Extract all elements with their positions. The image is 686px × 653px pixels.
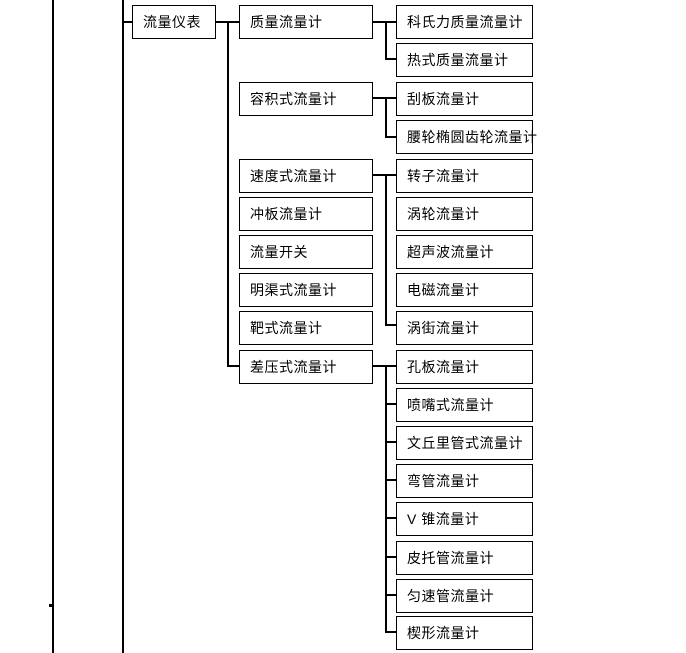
- node-impact-plate-flowmeter[interactable]: 冲板流量计: [239, 197, 373, 231]
- node-oval-gear-flowmeter[interactable]: 腰轮椭圆齿轮流量计: [396, 120, 537, 154]
- connector-groupA-child-2: [385, 58, 398, 60]
- connector-root-inlet: [122, 21, 134, 23]
- connector-groupD-spine: [385, 365, 387, 633]
- connector-groupC-spine: [385, 174, 387, 326]
- connector-trunk-branch-1: [227, 21, 241, 23]
- node-electromagnetic-flowmeter[interactable]: 电磁流量计: [396, 273, 533, 307]
- connector-groupA-stem: [373, 21, 387, 23]
- node-wedge-flowmeter[interactable]: 楔形流量计: [396, 616, 533, 650]
- node-root-flow-instrument[interactable]: 流量仪表: [132, 5, 216, 39]
- node-venturi-tube-flowmeter[interactable]: 文丘里管式流量计: [396, 426, 533, 460]
- connector-groupB-child-2: [385, 136, 398, 138]
- node-differential-pressure-flowmeter[interactable]: 差压式流量计: [239, 350, 373, 384]
- node-rotameter[interactable]: 转子流量计: [396, 159, 533, 193]
- node-nozzle-flowmeter[interactable]: 喷嘴式流量计: [396, 388, 533, 422]
- connector-groupC-child-5: [385, 324, 398, 326]
- connector-groupD-child-4: [385, 479, 398, 481]
- connector-groupB-stem: [373, 97, 387, 99]
- node-elbow-flowmeter[interactable]: 弯管流量计: [396, 464, 533, 498]
- node-averaging-pitot-flowmeter[interactable]: 匀速管流量计: [396, 579, 533, 613]
- node-mass-flowmeter[interactable]: 质量流量计: [239, 5, 373, 39]
- node-thermal-mass-flowmeter[interactable]: 热式质量流量计: [396, 43, 533, 77]
- node-orifice-plate-flowmeter[interactable]: 孔板流量计: [396, 350, 533, 384]
- connector-root-outlet: [215, 21, 229, 23]
- connector-groupD-child-7: [385, 594, 398, 596]
- node-coriolis-mass-flowmeter[interactable]: 科氏力质量流量计: [396, 5, 533, 39]
- connector-groupD-child-3: [385, 441, 398, 443]
- connector-groupB-spine: [385, 97, 387, 138]
- connector-groupD-child-6: [385, 556, 398, 558]
- connector-groupB-child-1: [385, 97, 398, 99]
- node-scraper-flowmeter[interactable]: 刮板流量计: [396, 82, 533, 116]
- node-open-channel-flowmeter[interactable]: 明渠式流量计: [239, 273, 373, 307]
- connector-groupD-child-5: [385, 517, 398, 519]
- node-turbine-flowmeter[interactable]: 涡轮流量计: [396, 197, 533, 231]
- node-velocity-flowmeter[interactable]: 速度式流量计: [239, 159, 373, 193]
- node-target-flowmeter[interactable]: 靶式流量计: [239, 311, 373, 345]
- connector-groupC-child-1: [385, 174, 398, 176]
- page-margin-tick: [49, 604, 53, 607]
- page-margin-rule-left: [52, 0, 54, 653]
- node-vortex-flowmeter[interactable]: 涡街流量计: [396, 311, 533, 345]
- node-v-cone-flowmeter[interactable]: V 锥流量计: [396, 502, 533, 536]
- connector-trunk-branch-8: [227, 365, 241, 367]
- node-ultrasonic-flowmeter[interactable]: 超声波流量计: [396, 235, 533, 269]
- node-positive-displacement-flowmeter[interactable]: 容积式流量计: [239, 82, 373, 116]
- connector-groupD-stem: [373, 365, 387, 367]
- node-pitot-tube-flowmeter[interactable]: 皮托管流量计: [396, 541, 533, 575]
- connector-groupC-stem: [373, 174, 387, 176]
- connector-trunk-main: [227, 21, 229, 367]
- connector-groupD-child-1: [385, 365, 398, 367]
- node-flow-switch[interactable]: 流量开关: [239, 235, 373, 269]
- connector-groupD-child-2: [385, 403, 398, 405]
- connector-groupA-child-1: [385, 21, 398, 23]
- connector-groupD-child-8: [385, 631, 398, 633]
- connector-groupA-spine: [385, 21, 387, 60]
- page-margin-rule-inner: [122, 0, 124, 653]
